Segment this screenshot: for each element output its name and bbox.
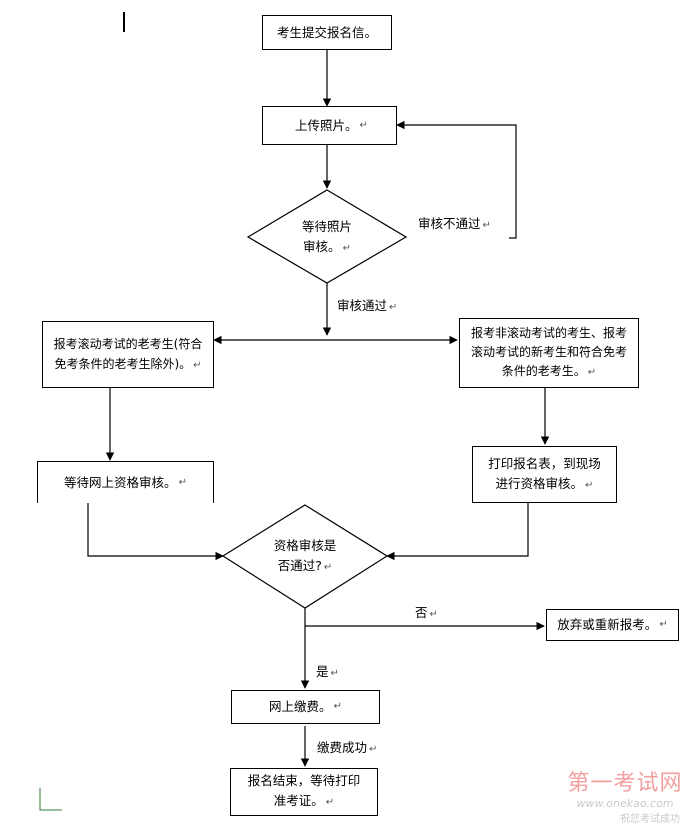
paragraph-mark: ↵ — [369, 744, 378, 755]
node-new-candidates-line1: 报考非滚动考试的考生、报考 — [470, 326, 627, 340]
paragraph-mark: ↵ — [659, 619, 668, 630]
diamond-qual-review — [221, 504, 389, 609]
node-print-form-line1: 打印报名表，到现场 — [488, 455, 601, 471]
label-payment-success: 缴费成功↵ — [317, 740, 377, 758]
label-review-passed-text: 审核通过 — [337, 298, 388, 313]
paragraph-mark: ↵ — [323, 562, 333, 573]
node-print-form: 打印报名表，到现场 进行资格审核。↵ — [472, 446, 617, 503]
node-new-candidates-line2: 滚动考试的新考生和符合免考 — [470, 345, 627, 359]
node-qual-review-line1: 资格审核是 — [273, 538, 337, 553]
label-yes: 是↵ — [316, 664, 339, 682]
node-submit-info-text: 考生提交报名信。 — [276, 24, 377, 40]
paragraph-mark: ↵ — [585, 479, 594, 491]
paragraph-mark: ↵ — [389, 302, 398, 313]
paragraph-mark: ↵ — [325, 797, 335, 808]
watermark-slogan: 祝您考试成功 — [620, 814, 680, 825]
diamond-photo-review — [246, 189, 408, 284]
node-give-up-text: 放弃或重新报考。 — [557, 617, 658, 632]
node-wait-photo-review-line1: 等待照片 — [301, 219, 352, 234]
paragraph-mark: ↵ — [587, 367, 597, 378]
paragraph-mark: ↵ — [333, 701, 342, 712]
watermark: 第一考试网 www.onekao.com 祝您考试成功 — [560, 765, 690, 825]
node-submit-info: 考生提交报名信。 — [262, 15, 392, 50]
node-finish-line1: 报名结束，等待打印 — [247, 773, 361, 788]
edge-online-to-qual — [87, 503, 224, 561]
label-yes-text: 是 — [316, 664, 329, 679]
node-wait-photo-review: 等待照片 审核。↵ — [277, 217, 377, 259]
paragraph-mark: ↵ — [359, 119, 368, 131]
text-cursor-mark — [123, 12, 125, 32]
paragraph-mark: ↵ — [178, 476, 187, 488]
node-upload-photo: 上传照片。↵ — [262, 106, 397, 145]
node-wait-online-review: 等待网上资格审核。↵ — [37, 461, 214, 503]
node-pay-online: 网上缴费。↵ — [231, 690, 380, 724]
label-review-failed: 审核不通过↵ — [418, 216, 491, 234]
node-qual-review: 资格审核是 否通过?↵ — [255, 536, 355, 578]
node-print-form-line2: 进行资格审核。 — [495, 475, 584, 491]
label-no-text: 否 — [415, 605, 428, 620]
node-wait-online-review-text: 等待网上资格审核。 — [64, 474, 177, 490]
paragraph-mark: ↵ — [193, 359, 202, 371]
node-new-candidates-line3: 条件的老考生。 — [501, 364, 586, 378]
label-no: 否↵ — [413, 605, 440, 623]
edge-print-to-qual — [386, 503, 529, 561]
node-finish-line2: 准考证。 — [273, 793, 324, 808]
node-qual-review-line2: 否通过? — [277, 558, 322, 573]
edge-review-failed-loop — [396, 120, 517, 239]
node-old-candidates-line2: 免考条件的老考生除外)。 — [54, 356, 192, 371]
node-pay-online-text: 网上缴费。 — [269, 699, 332, 714]
watermark-url: www.onekao.com — [576, 797, 674, 810]
node-old-candidates-line1: 报考滚动考试的老考生(符合 — [53, 336, 203, 351]
node-give-up: 放弃或重新报考。↵ — [546, 609, 679, 641]
paragraph-mark: ↵ — [342, 243, 351, 254]
node-finish: 报名结束，等待打印 准考证。↵ — [230, 768, 378, 816]
label-payment-success-text: 缴费成功 — [317, 740, 368, 755]
watermark-title: 第一考试网 — [567, 771, 683, 796]
paragraph-mark: ↵ — [429, 609, 438, 620]
paragraph-mark: ↵ — [330, 668, 339, 679]
node-old-candidates: 报考滚动考试的老考生(符合 免考条件的老考生除外)。↵ — [42, 321, 214, 388]
label-review-failed-text: 审核不通过 — [418, 216, 481, 231]
node-wait-photo-review-line2: 审核。 — [303, 239, 341, 254]
node-new-candidates: 报考非滚动考试的考生、报考 滚动考试的新考生和符合免考 条件的老考生。↵ — [459, 318, 639, 388]
label-review-passed: 审核通过↵ — [337, 298, 397, 316]
corner-mark — [39, 788, 62, 811]
node-upload-photo-text: 上传照片。 — [295, 117, 358, 133]
paragraph-mark: ↵ — [482, 220, 491, 231]
